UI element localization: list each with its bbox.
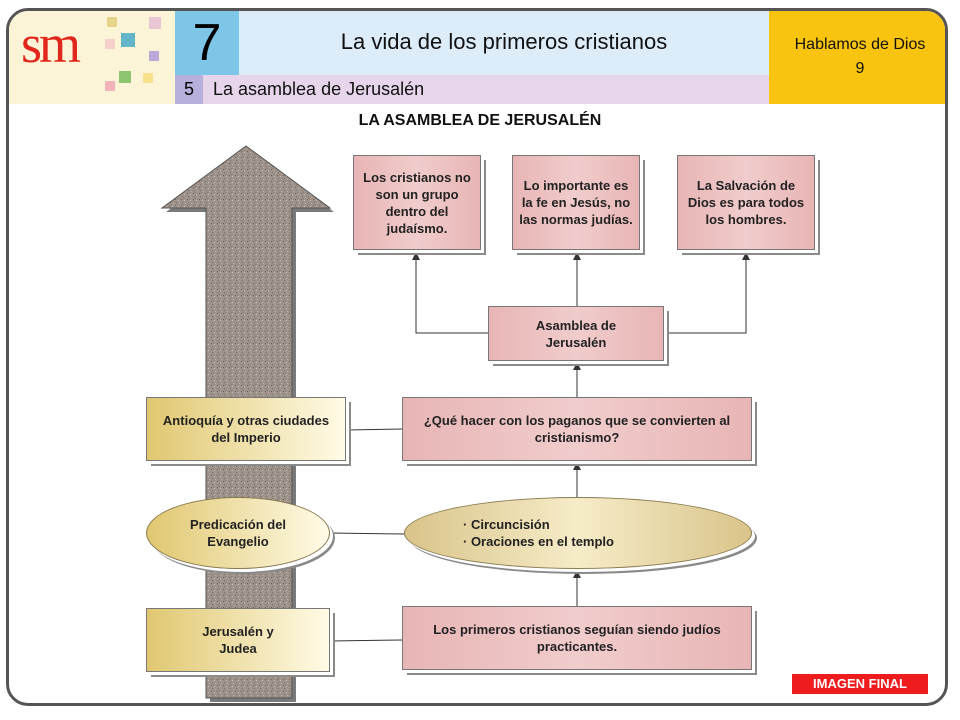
unit-number-box: 7 — [175, 11, 239, 75]
stage-antioquia: Antioquía y otras ciudades del Imperio — [146, 397, 346, 461]
series-box: Hablamos de Dios 9 — [769, 11, 945, 104]
decor-square — [105, 39, 115, 49]
decor-square — [149, 51, 159, 61]
decor-square — [121, 33, 135, 47]
slide-frame: sm 7 La vida de los primeros cristianos … — [6, 8, 948, 706]
stage-predicacion: Predicación del Evangelio — [146, 497, 330, 569]
diagram-title: LA ASAMBLEA DE JERUSALÉN — [358, 112, 602, 129]
practice-item: · Oraciones en el templo — [463, 534, 614, 549]
practice-item: · Circuncisión — [463, 517, 550, 532]
sm-logo: sm — [21, 14, 81, 74]
practices-list: · Circuncisión · Oraciones en el templo — [405, 516, 614, 550]
unit-title-bar: La vida de los primeros cristianos — [239, 11, 769, 75]
decor-square — [149, 17, 161, 29]
unit-title: La vida de los primeros cristianos — [340, 29, 668, 54]
section-number: 5 — [175, 75, 203, 104]
series-name: Hablamos de Dios — [794, 36, 926, 53]
practices-ellipse: · Circuncisión · Oraciones en el templo — [404, 497, 752, 569]
connector-line — [329, 532, 405, 535]
logo-area: sm — [9, 11, 175, 104]
section-title: La asamblea de Jerusalén — [213, 79, 425, 99]
decor-square — [143, 73, 153, 83]
outcome-box-3: La Salvación de Dios es para todos los h… — [677, 155, 815, 250]
connector-line — [412, 252, 488, 334]
connector-line — [345, 428, 403, 431]
final-image-badge: IMAGEN FINAL — [792, 674, 928, 694]
decor-square — [107, 17, 117, 27]
decor-square — [105, 81, 115, 91]
section-title-bar: La asamblea de Jerusalén — [203, 75, 769, 104]
connector-line — [664, 252, 750, 334]
assembly-box: Asamblea de Jerusalén — [488, 306, 664, 361]
outcome-box-1: Los cristianos no son un grupo dentro de… — [353, 155, 481, 250]
outcome-box-2: Lo importante es la fe en Jesús, no las … — [512, 155, 640, 250]
question-box: ¿Qué hacer con los paganos que se convie… — [402, 397, 752, 461]
series-number: 9 — [855, 60, 865, 77]
decor-square — [119, 71, 131, 83]
connector-line — [329, 639, 403, 642]
series-label: Hablamos de Dios 9 — [769, 33, 945, 81]
stage-jerusalen: Jerusalén y Judea — [146, 608, 330, 672]
jewish-practice-box: Los primeros cristianos seguían siendo j… — [402, 606, 752, 670]
unit-number: 7 — [192, 14, 222, 72]
